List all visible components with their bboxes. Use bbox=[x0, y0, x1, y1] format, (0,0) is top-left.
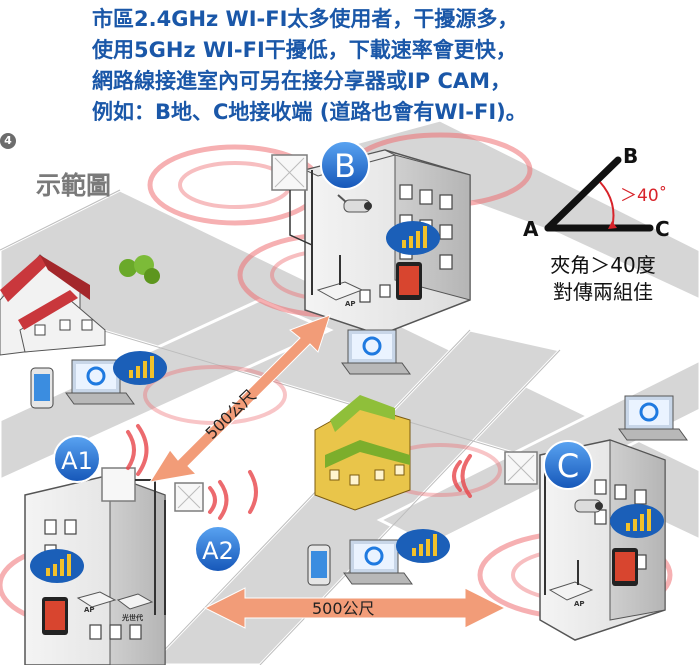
ip-camera-b bbox=[337, 194, 372, 213]
router-c bbox=[548, 560, 594, 601]
distance-arrow-diagonal bbox=[148, 314, 331, 483]
angle-note-line: 夾角＞40度 bbox=[550, 253, 656, 277]
house-left bbox=[0, 254, 106, 356]
wifi-signal-icons bbox=[30, 221, 664, 583]
antenna-b bbox=[271, 154, 313, 295]
ip-camera-c bbox=[574, 499, 603, 513]
svg-text:B: B bbox=[334, 147, 356, 185]
distance-arrow-horizontal bbox=[203, 587, 507, 629]
angle-point-a: A bbox=[523, 217, 539, 241]
angle-diagram: A B C ＞40˚ bbox=[523, 144, 670, 241]
figure-caption: 示範圖 bbox=[36, 171, 112, 200]
intro-line: 市區2.4GHz WI-FI太多使用者，干擾源多， bbox=[92, 7, 519, 31]
site-badge-a1: A1 bbox=[53, 435, 101, 483]
distance-label-horizontal: 500公尺 bbox=[312, 599, 375, 618]
phone-icons bbox=[30, 367, 331, 586]
angle-value: ＞40˚ bbox=[620, 185, 667, 206]
house-center bbox=[314, 395, 411, 511]
angle-point-c: C bbox=[655, 217, 670, 241]
ap-label-a: AP bbox=[84, 606, 95, 614]
router-b bbox=[316, 255, 364, 301]
angle-point-b: B bbox=[623, 144, 638, 168]
antenna-c bbox=[504, 451, 546, 595]
modem-label-a: 光世代 bbox=[121, 613, 143, 622]
building-a bbox=[24, 474, 166, 665]
tree bbox=[119, 255, 160, 284]
laptop-icons bbox=[65, 329, 688, 585]
angle-note-line: 對傳兩組佳 bbox=[553, 280, 653, 304]
tablet-icons bbox=[42, 262, 638, 635]
intro-line: 網路線接進室內可另在接分享器或IP CAM， bbox=[92, 69, 512, 93]
site-badge-a2: A2 bbox=[194, 525, 242, 573]
antenna-a1 bbox=[101, 467, 156, 615]
svg-text:C: C bbox=[557, 447, 579, 485]
angle-note: 夾角＞40度 對傳兩組佳 bbox=[528, 252, 678, 306]
intro-line: 使用5GHz WI-FI干擾低，下載速率會更快， bbox=[92, 38, 517, 62]
svg-text:A2: A2 bbox=[202, 537, 234, 565]
ap-label-b: AP bbox=[345, 300, 356, 308]
ap-label-c: AP bbox=[574, 600, 585, 608]
site-badge-c: C bbox=[543, 440, 593, 490]
svg-text:A1: A1 bbox=[61, 447, 93, 475]
routers-a bbox=[76, 591, 154, 610]
site-badge-b: B bbox=[320, 140, 370, 190]
step-number-badge: 4 bbox=[0, 133, 16, 149]
intro-text: 市區2.4GHz WI-FI太多使用者，干擾源多， 使用5GHz WI-FI干擾… bbox=[92, 4, 692, 128]
distance-label-diagonal: 500公尺 bbox=[202, 386, 260, 443]
wave-arcs bbox=[126, 424, 472, 520]
antenna-a2 bbox=[164, 482, 204, 615]
intro-line: 例如：B地、C地接收端 (道路也會有WI-FI)。 bbox=[92, 100, 527, 124]
